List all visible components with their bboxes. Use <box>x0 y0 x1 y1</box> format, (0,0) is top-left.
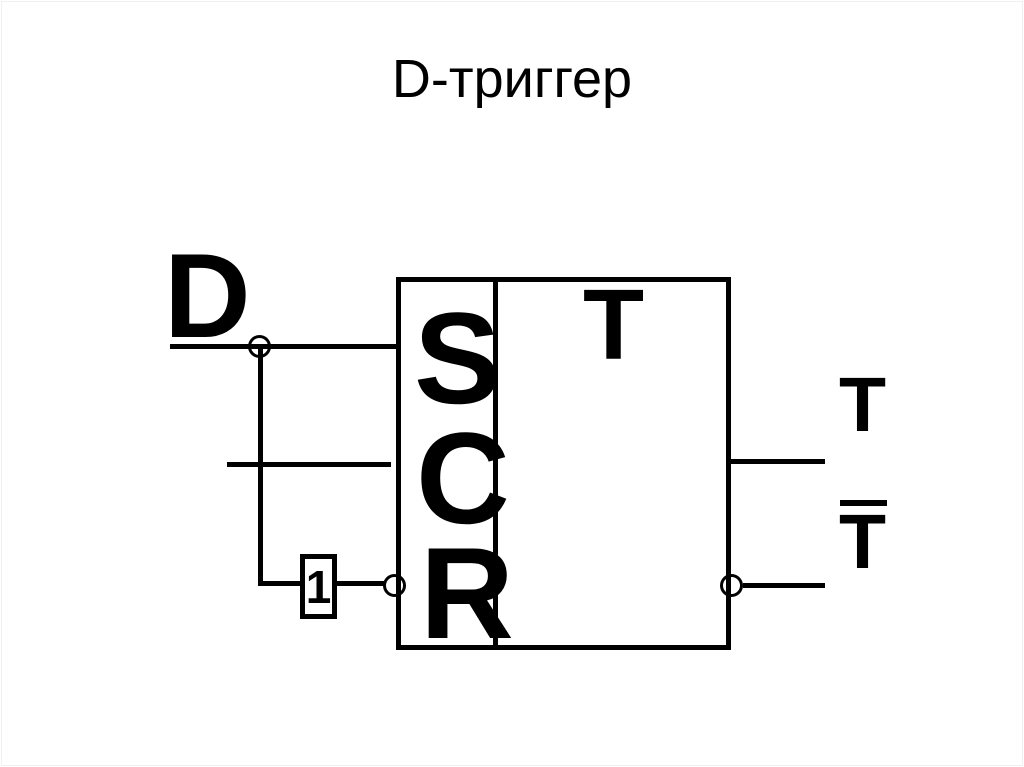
input-label-d: D <box>164 229 251 363</box>
diagram-title: D-триггер <box>391 49 633 109</box>
wire-inverter-to-reset <box>337 581 384 586</box>
junction-node-d <box>248 335 271 358</box>
wire-to-inverter <box>261 581 300 586</box>
output-inverse-overline <box>840 500 887 506</box>
output-label-inverse: T <box>839 499 887 585</box>
pin-label-clock: C <box>416 405 510 551</box>
wire-input-c <box>227 462 391 467</box>
pin-label-set: S <box>414 285 501 431</box>
wire-input-d <box>170 344 396 349</box>
inverter-gate: 1 <box>300 554 337 619</box>
wire-output-direct <box>731 459 825 464</box>
wire-output-inverse <box>743 583 825 588</box>
inversion-bubble-output <box>720 574 743 597</box>
pin-label-reset: R <box>420 520 514 666</box>
flip-flop-body <box>396 277 731 650</box>
flip-flop-divider <box>493 277 498 650</box>
inverter-label: 1 <box>305 560 332 613</box>
output-label-direct: T <box>839 362 887 448</box>
inversion-bubble-reset <box>383 574 406 597</box>
block-label-t: T <box>583 269 645 381</box>
